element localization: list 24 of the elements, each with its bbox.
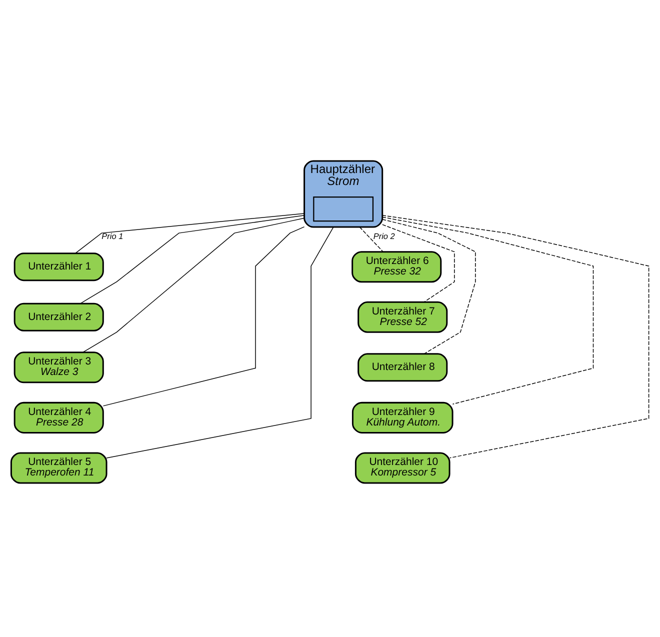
node-box: Unterzähler 1 [14, 252, 104, 281]
connector [82, 217, 305, 352]
node-box: Unterzähler 9 Kühlung Autom. [352, 401, 454, 433]
connector [382, 216, 594, 404]
node-box: Unterzähler 6 Presse 32 [352, 250, 442, 282]
node-box: Unterzähler 10 Kompressor 5 [354, 452, 450, 484]
node-box: Unterzähler 8 [358, 352, 448, 382]
cluster: Hauptzähler Strom [304, 160, 384, 228]
connector [382, 218, 476, 354]
node-box: Unterzähler 7 Presse 52 [358, 300, 448, 332]
connector [102, 226, 305, 406]
edge-label: Prio 1 [102, 231, 124, 240]
connector [359, 226, 384, 252]
node-box: Unterzähler 2 [14, 302, 104, 331]
connector [382, 224, 455, 302]
connector [80, 214, 305, 304]
connector [106, 226, 334, 458]
node-box [313, 196, 374, 222]
edge-label: Prio 2 [373, 231, 395, 240]
connector [382, 214, 650, 458]
node-box: Unterzähler 3 Walze 3 [14, 351, 104, 383]
node-box: Unterzähler 5 Temperofen 11 [10, 452, 108, 484]
node-box: Unterzähler 4 Presse 28 [14, 401, 104, 433]
connector [75, 212, 305, 254]
